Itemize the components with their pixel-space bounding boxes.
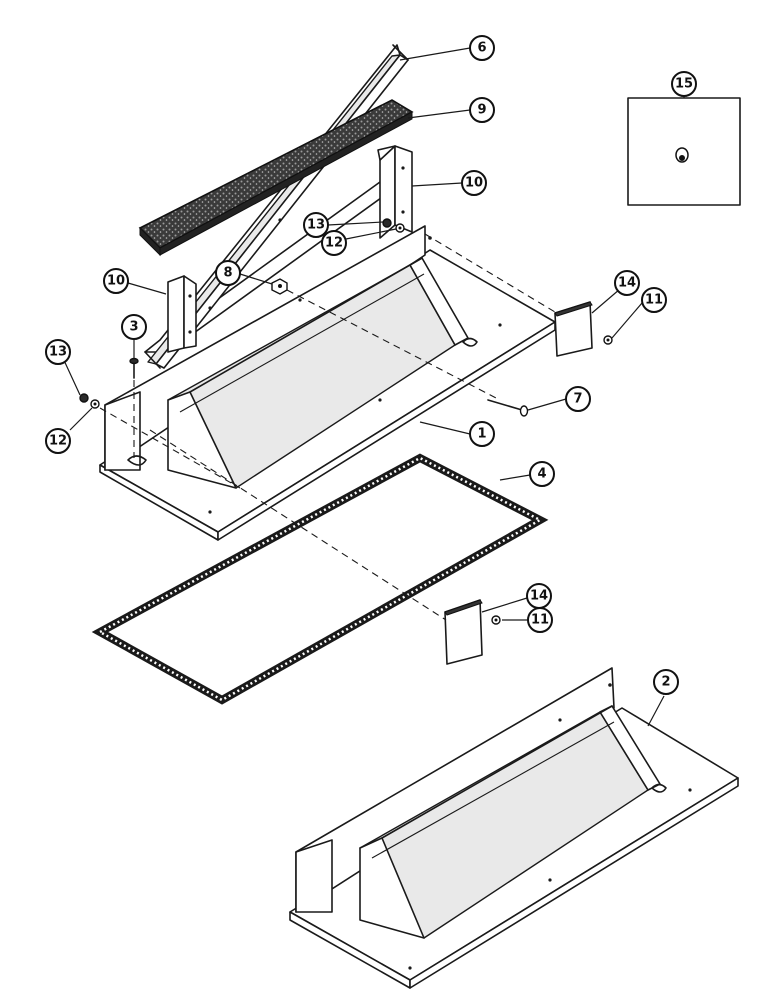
- svg-text:9: 9: [477, 103, 486, 118]
- callout-13-upper: 13: [303, 212, 329, 238]
- svg-text:7: 7: [573, 392, 582, 407]
- part-14-cover-plate-lower: [444, 599, 483, 665]
- part-14-cover-plate-upper: [554, 301, 593, 357]
- callout-8: 8: [215, 260, 241, 286]
- callout-11-upper: 11: [641, 287, 667, 313]
- callout-6: 6: [469, 35, 495, 61]
- part-11-screw-upper: [603, 335, 613, 345]
- svg-text:11: 11: [645, 293, 663, 308]
- part-15-square-panel: [627, 97, 741, 206]
- svg-text:12: 12: [49, 434, 67, 449]
- part-4-gasket-frame: [91, 453, 549, 705]
- callout-15: 15: [671, 71, 697, 97]
- svg-text:12: 12: [325, 236, 343, 251]
- part-3-screw: [129, 357, 139, 379]
- svg-text:13: 13: [307, 218, 325, 233]
- callout-2: 2: [653, 669, 679, 695]
- svg-text:6: 6: [477, 41, 486, 56]
- svg-text:2: 2: [661, 675, 670, 690]
- callout-12-upper: 12: [321, 230, 347, 256]
- callout-12-left: 12: [45, 428, 71, 454]
- part-10-bracket-upper: [377, 145, 413, 239]
- callout-4: 4: [529, 461, 555, 487]
- svg-text:15: 15: [675, 77, 693, 92]
- callout-10-upper: 10: [461, 170, 487, 196]
- svg-text:14: 14: [618, 276, 636, 291]
- callout-9: 9: [469, 97, 495, 123]
- callout-10-left: 10: [103, 268, 129, 294]
- svg-text:11: 11: [531, 613, 549, 628]
- part-2-housing-assembly: [289, 667, 739, 989]
- callout-1: 1: [469, 421, 495, 447]
- svg-text:1: 1: [477, 427, 486, 442]
- svg-text:3: 3: [129, 320, 138, 335]
- svg-text:13: 13: [49, 345, 67, 360]
- callout-11-lower: 11: [527, 607, 553, 633]
- assembly-dashed-lines: [99, 233, 556, 621]
- leader-lines: [61, 47, 685, 727]
- part-11-screw-lower: [491, 615, 501, 625]
- part-10-bracket-left: [167, 275, 197, 353]
- callout-3: 3: [121, 314, 147, 340]
- svg-text:8: 8: [223, 266, 232, 281]
- svg-text:4: 4: [537, 467, 546, 482]
- callout-7: 7: [565, 386, 591, 412]
- part-13-nut-left: [79, 393, 89, 403]
- svg-text:10: 10: [107, 274, 125, 289]
- callout-13-left: 13: [45, 339, 71, 365]
- callout-14-upper: 14: [614, 270, 640, 296]
- part-13-nut-upper: [382, 218, 392, 228]
- part-8-nut: [271, 278, 288, 295]
- part-9-filter-pad: [138, 99, 414, 257]
- svg-text:10: 10: [465, 176, 483, 191]
- part-12-washer-upper: [395, 223, 405, 233]
- svg-text:14: 14: [530, 589, 548, 604]
- part-12-washer-left: [90, 399, 100, 409]
- part-1-main-housing: [99, 225, 556, 541]
- part-7-bolt: [487, 399, 529, 417]
- callout-14-lower: 14: [526, 583, 552, 609]
